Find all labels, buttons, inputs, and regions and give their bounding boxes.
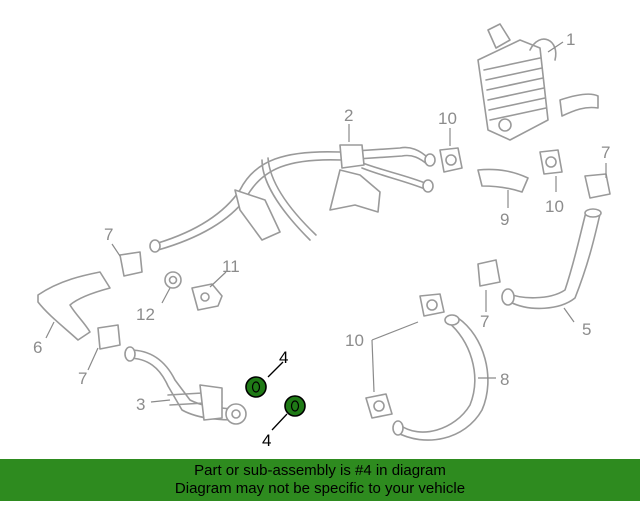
banner-line-1: Part or sub-assembly is #4 in diagram xyxy=(194,462,446,479)
hose-part-6 xyxy=(37,271,111,341)
hose-part-9 xyxy=(477,168,529,193)
callout-10-left: 10 xyxy=(345,331,364,350)
callout-11: 11 xyxy=(222,257,240,276)
clip-part-7-center xyxy=(477,259,501,287)
washer-part-12 xyxy=(164,271,182,289)
hose-part-5 xyxy=(501,208,602,310)
leader-lines xyxy=(45,41,607,431)
callout-4-upper: 4 xyxy=(279,348,288,367)
clip-part-7-left-lower xyxy=(97,324,121,350)
callout-5: 5 xyxy=(582,320,591,339)
seal-part-4-upper xyxy=(245,376,267,398)
callout-7-center: 7 xyxy=(480,312,489,331)
callout-10-right: 10 xyxy=(545,197,564,216)
callout-10-top: 10 xyxy=(438,109,457,128)
banner-line-2: Diagram may not be specific to your vehi… xyxy=(174,480,466,497)
callout-3: 3 xyxy=(136,395,145,414)
clamp-part-10-low xyxy=(365,393,393,419)
clip-part-7-left-upper xyxy=(119,251,143,277)
hose-part-8 xyxy=(392,314,489,441)
info-banner: Part or sub-assembly is #4 in diagram Di… xyxy=(0,459,640,501)
callout-12: 12 xyxy=(136,305,155,324)
clamp-part-10-mid xyxy=(419,293,445,317)
valve-part-11 xyxy=(191,283,223,311)
tube-assembly-part-2 xyxy=(149,144,436,253)
clamp-part-10-top xyxy=(439,147,463,173)
callout-7-left-lower: 7 xyxy=(78,369,87,388)
callout-1: 1 xyxy=(566,30,575,49)
oil-cooler-part-1 xyxy=(477,23,599,141)
callout-6: 6 xyxy=(33,338,42,357)
callout-8: 8 xyxy=(500,370,509,389)
callout-4-lower: 4 xyxy=(262,431,271,450)
clamp-part-10-right xyxy=(539,149,563,175)
callout-7-right: 7 xyxy=(601,143,610,162)
callout-9: 9 xyxy=(500,210,509,229)
seal-part-4-lower xyxy=(284,395,306,417)
callout-7-left-upper: 7 xyxy=(104,225,113,244)
callout-2: 2 xyxy=(344,106,353,125)
parts-diagram: 1 2 3 4 4 5 6 7 7 7 7 8 9 10 10 10 11 12 xyxy=(33,23,611,450)
lower-tube-part-3 xyxy=(124,346,247,425)
clip-part-7-right xyxy=(584,173,611,199)
